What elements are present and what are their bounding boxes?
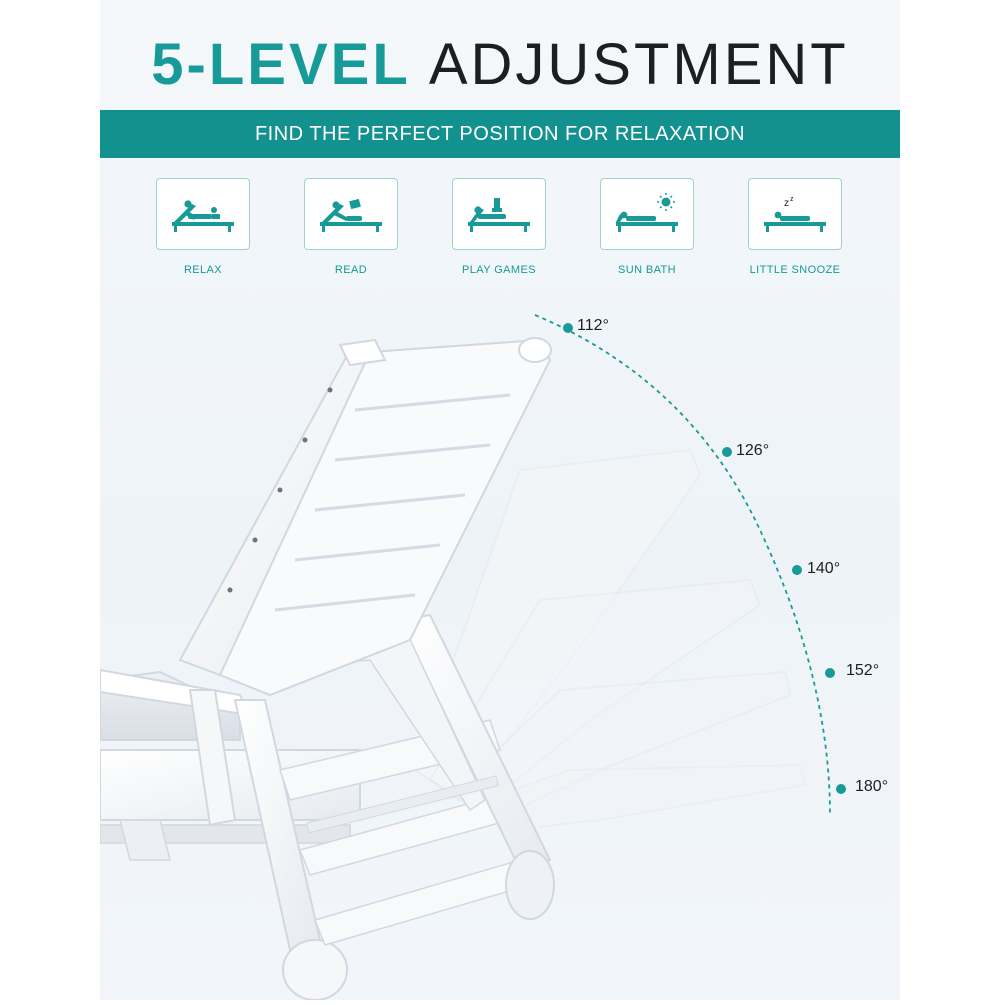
angle-dot-112 bbox=[563, 323, 573, 333]
position-label: READ bbox=[334, 264, 368, 276]
snooze-icon-box: z z bbox=[748, 178, 842, 250]
title-accent: 5-LEVEL bbox=[151, 32, 410, 97]
position-relax: RELAX bbox=[133, 178, 273, 276]
page-title: 5-LEVEL ADJUSTMENT bbox=[100, 30, 900, 100]
angle-label-152: 152° bbox=[846, 662, 880, 679]
position-label: SUN BATH bbox=[617, 264, 676, 276]
angle-dot-140 bbox=[792, 565, 802, 575]
chair-illustration: 112° 126° 140° 152° 180° bbox=[99, 300, 900, 1001]
svg-text:z: z bbox=[790, 196, 794, 203]
svg-text:z: z bbox=[784, 198, 789, 209]
position-icons-row: RELAX READ bbox=[100, 178, 900, 278]
angle-dot-152 bbox=[825, 668, 835, 678]
play-games-icon bbox=[468, 198, 530, 232]
position-label: RELAX bbox=[183, 264, 223, 276]
position-play-games: PLAY GAMES bbox=[429, 178, 569, 276]
relax-icon-box bbox=[156, 178, 250, 250]
position-label: PLAY GAMES bbox=[462, 264, 536, 276]
position-sun-bath: SUN BATH bbox=[577, 178, 717, 276]
position-read: READ bbox=[281, 178, 421, 276]
relax-icon bbox=[172, 200, 234, 232]
banner-text: FIND THE PERFECT POSITION FOR RELAXATION bbox=[254, 122, 746, 145]
angle-label-126: 126° bbox=[736, 442, 770, 459]
read-icon bbox=[320, 198, 382, 232]
sun-bath-icon-box bbox=[600, 178, 694, 250]
snooze-icon: z z bbox=[764, 196, 826, 232]
angle-dot-126 bbox=[722, 447, 732, 457]
angle-label-180: 180° bbox=[855, 778, 889, 795]
backrest-112 bbox=[178, 337, 552, 697]
chair-svg bbox=[99, 314, 846, 1001]
ghost-backrest-126 bbox=[413, 448, 702, 802]
angle-dot-180 bbox=[836, 784, 846, 794]
title-rest: ADJUSTMENT bbox=[428, 32, 849, 97]
angle-label-140: 140° bbox=[807, 560, 841, 577]
play-games-icon-box bbox=[452, 178, 546, 250]
angle-arc bbox=[534, 314, 831, 816]
subtitle-banner: FIND THE PERFECT POSITION FOR RELAXATION bbox=[100, 110, 900, 158]
read-icon-box bbox=[304, 178, 398, 250]
sun-bath-icon bbox=[616, 193, 678, 232]
position-little-snooze: z z LITTLE SNOOZE bbox=[725, 178, 865, 276]
angle-label-112: 112° bbox=[577, 317, 609, 334]
position-label: LITTLE SNOOZE bbox=[749, 264, 841, 276]
